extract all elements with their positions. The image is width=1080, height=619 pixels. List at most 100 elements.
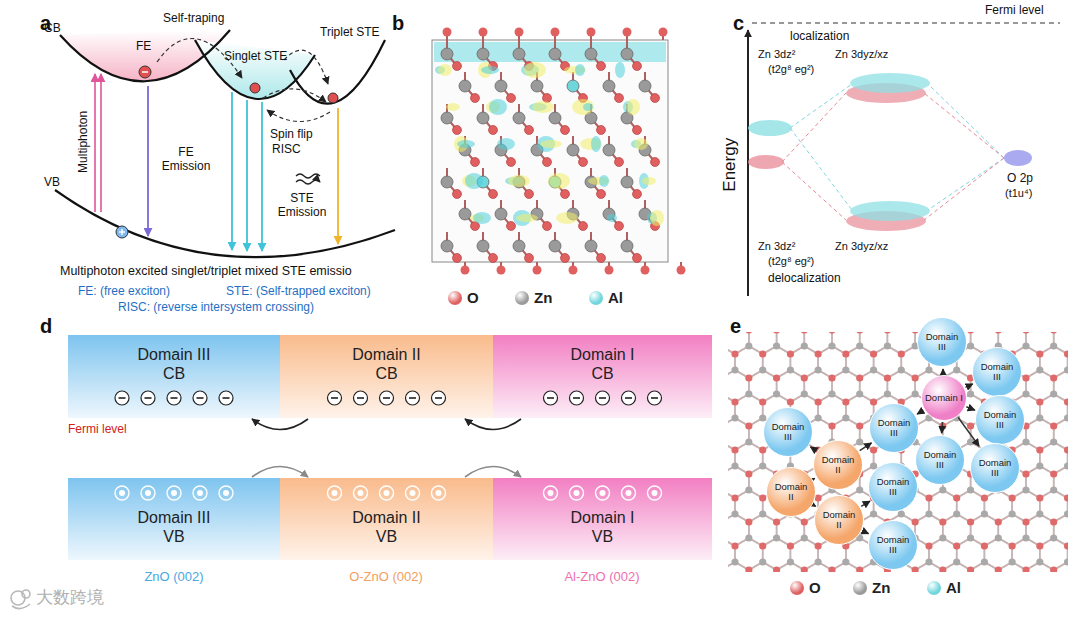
figure-shape (828, 342, 835, 349)
figure-shape (436, 490, 442, 496)
figure-shape (884, 342, 891, 349)
figure-shape (145, 397, 152, 399)
figure-shape (597, 190, 606, 199)
figure-shape (1036, 414, 1043, 421)
figure-shape (570, 391, 584, 405)
figure-shape (406, 391, 420, 405)
figure-shape (728, 514, 749, 546)
figure-shape (801, 332, 808, 334)
figure-shape (145, 490, 151, 496)
legend-swatch (927, 581, 941, 595)
figure-shape (603, 80, 615, 92)
figure-shape (410, 490, 416, 496)
figure-shape (752, 22, 1060, 23)
figure-shape (1036, 558, 1043, 565)
figure-shape (925, 510, 932, 517)
figure-shape (621, 176, 633, 188)
figure-shape (596, 391, 610, 405)
annotation-text: Fermi level (985, 4, 1044, 18)
figure-shape (453, 62, 462, 71)
figure-shape (567, 144, 579, 156)
figure-shape (981, 494, 988, 501)
domain-label: Domain II (819, 510, 859, 531)
figure-shape (884, 390, 891, 397)
figure-shape (731, 414, 738, 421)
figure-shape (587, 28, 596, 37)
figure-shape (633, 126, 642, 135)
figure-shape (967, 422, 974, 429)
figure-shape (1022, 470, 1029, 477)
figure-shape (1064, 510, 1068, 517)
figure-shape (625, 397, 632, 399)
domain-title: Domain III (68, 345, 280, 364)
figure-shape (1050, 342, 1057, 349)
figure-shape (331, 397, 338, 399)
figure-shape (759, 462, 766, 469)
figure-shape (481, 66, 499, 74)
figure-shape (1036, 366, 1043, 373)
figure-shape (497, 138, 515, 150)
annotation-text: O 2p (1007, 172, 1033, 186)
figure-shape (515, 28, 524, 37)
figure-shape (471, 158, 480, 167)
figure-shape (745, 422, 752, 429)
band-box: Domain ICB (493, 335, 712, 418)
figure-shape (782, 162, 846, 220)
figure-shape (603, 144, 615, 156)
figure-shape (607, 214, 617, 222)
figure-shape (748, 155, 784, 169)
figure-shape (116, 226, 128, 238)
figure-shape (850, 73, 930, 93)
figure-shape (197, 490, 203, 496)
figure-shape (1009, 558, 1016, 565)
figure-shape (585, 48, 597, 60)
domain-circle: Domain II (814, 495, 864, 545)
legend-text: O (809, 579, 821, 596)
figure-shape (544, 486, 558, 500)
legend-swatch (589, 291, 603, 305)
figure-shape (1050, 518, 1057, 525)
band-name: CB (280, 364, 493, 383)
figure-shape (731, 446, 738, 453)
figure-shape (284, 50, 328, 84)
figure-shape (870, 366, 877, 373)
figure-shape (884, 332, 891, 334)
annotation-text: (t2g⁸ eg²) (768, 255, 814, 268)
figure-shape (787, 366, 794, 373)
figure-shape (358, 490, 364, 496)
figure-shape (773, 342, 780, 349)
figure-shape (856, 332, 863, 334)
figure-shape (842, 350, 849, 357)
figure-shape (548, 173, 570, 189)
annotation-text: Multiphoton (77, 111, 91, 173)
figure-shape (569, 266, 578, 275)
figure-shape (773, 374, 780, 381)
figure-shape (383, 397, 390, 399)
annotation-text: FE (136, 40, 151, 54)
domain-circle: Domain III (972, 347, 1022, 397)
figure-shape (141, 486, 155, 500)
figure-shape (507, 158, 516, 167)
transfer-arrow (860, 443, 872, 451)
band-name: VB (280, 527, 493, 546)
domain-title: Domain I (493, 345, 712, 364)
figure-shape (856, 390, 863, 397)
figure-shape (409, 397, 416, 399)
figure-shape (731, 398, 738, 405)
figure-shape (246, 100, 248, 251)
figure-shape (141, 391, 155, 405)
transfer-arrow (966, 407, 975, 410)
figure-shape (633, 62, 642, 71)
figure-shape (1064, 558, 1068, 565)
figure-shape (815, 414, 822, 421)
figure-shape (525, 254, 534, 263)
figure-shape (441, 240, 453, 252)
figure-shape (561, 254, 570, 263)
figure-shape (1050, 422, 1057, 429)
figure-shape (731, 542, 738, 549)
transfer-arrow (861, 501, 870, 506)
figure-shape (634, 138, 648, 150)
figure-shape (328, 391, 342, 405)
figure-shape (380, 391, 394, 405)
